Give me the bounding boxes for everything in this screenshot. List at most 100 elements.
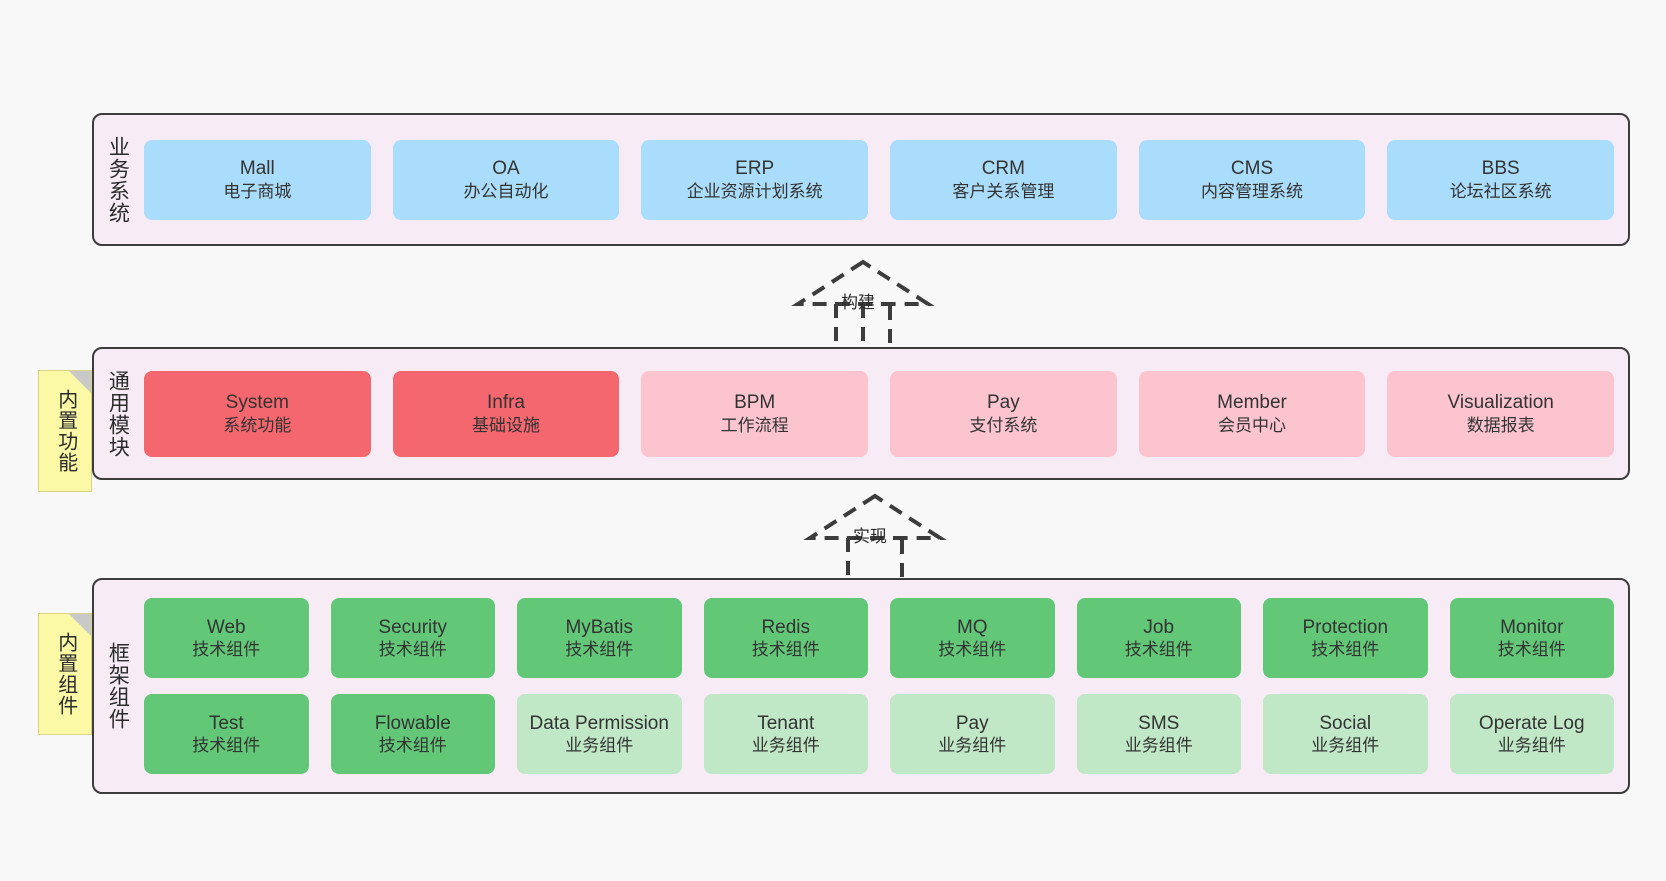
card-title: Test (208, 712, 244, 734)
card-title: Member (1217, 392, 1287, 413)
card-title: Job (1143, 616, 1175, 638)
card-flowable[interactable]: Flowable 技术组件 (330, 694, 495, 774)
layer-framework-components: 框架组件 Web 技术组件 Security 技术组件 MyBatis 技术组件… (92, 578, 1630, 794)
card-tenant[interactable]: Tenant 业务组件 (703, 694, 868, 774)
layer-title-business-systems: 业务系统 (106, 135, 130, 224)
card-subtitle: 电子商城 (223, 181, 292, 201)
card-subtitle: 会员中心 (1218, 415, 1287, 435)
card-infra[interactable]: Infra 基础设施 (392, 370, 620, 457)
card-web[interactable]: Web 技术组件 (144, 598, 309, 678)
card-visualization[interactable]: Visualization 数据报表 (1387, 370, 1615, 457)
card-member[interactable]: Member 会员中心 (1138, 370, 1366, 457)
card-erp[interactable]: ERP 企业资源计划系统 (641, 139, 869, 220)
card-bpm[interactable]: BPM 工作流程 (641, 370, 869, 457)
card-row: System 系统功能 Infra 基础设施 BPM 工作流程 Pay 支付系统… (144, 370, 1615, 457)
card-title: Flowable (374, 712, 451, 734)
card-subtitle: 业务组件 (565, 736, 634, 756)
card-title: Monitor (1500, 616, 1564, 638)
card-title: Data Permission (529, 712, 669, 734)
card-oa[interactable]: OA 办公自动化 (392, 139, 620, 220)
card-subtitle: 数据报表 (1466, 415, 1535, 435)
layer-body-business-systems: Mall 电子商城 OA 办公自动化 ERP 企业资源计划系统 CRM 客户关系… (140, 115, 1628, 244)
card-job[interactable]: Job 技术组件 (1076, 598, 1241, 678)
card-subtitle: 技术组件 (192, 736, 261, 756)
note-label: 内置功能 (54, 389, 77, 473)
card-subtitle: 内容管理系统 (1201, 181, 1304, 201)
card-title: Infra (486, 392, 526, 413)
card-pay-module[interactable]: Pay 支付系统 (890, 370, 1117, 457)
card-pay-component[interactable]: Pay 业务组件 (890, 694, 1055, 774)
card-subtitle: 基础设施 (472, 415, 540, 435)
card-title: SMS (1138, 712, 1180, 734)
card-title: Pay (955, 712, 989, 734)
connector-build: 构建 (788, 258, 948, 358)
card-subtitle: 系统功能 (223, 415, 292, 435)
card-protection[interactable]: Protection 技术组件 (1263, 598, 1428, 678)
layer-body-framework-components: Web 技术组件 Security 技术组件 MyBatis 技术组件 Redi… (140, 580, 1628, 792)
card-title: Social (1319, 712, 1372, 734)
card-subtitle: 客户关系管理 (952, 181, 1055, 201)
card-monitor[interactable]: Monitor 技术组件 (1449, 598, 1614, 678)
card-title: CMS (1230, 158, 1274, 179)
card-cms[interactable]: CMS 内容管理系统 (1138, 139, 1366, 220)
card-bbs[interactable]: BBS 论坛社区系统 (1387, 139, 1615, 220)
note-label: 内置组件 (54, 632, 77, 716)
card-crm[interactable]: CRM 客户关系管理 (890, 139, 1117, 220)
card-subtitle: 业务组件 (751, 736, 820, 756)
card-sms[interactable]: SMS 业务组件 (1076, 694, 1241, 774)
card-system[interactable]: System 系统功能 (144, 370, 371, 457)
card-subtitle: 技术组件 (378, 640, 447, 660)
card-title: ERP (735, 158, 775, 179)
card-mq[interactable]: MQ 技术组件 (890, 598, 1055, 678)
card-title: BPM (734, 392, 776, 413)
card-subtitle: 技术组件 (1497, 640, 1566, 660)
card-row: Mall 电子商城 OA 办公自动化 ERP 企业资源计划系统 CRM 客户关系… (144, 139, 1615, 220)
card-subtitle: 技术组件 (1124, 640, 1193, 660)
note-fold-icon (69, 371, 91, 393)
card-row: Test 技术组件 Flowable 技术组件 Data Permission … (144, 694, 1614, 774)
note-fold-icon (69, 614, 91, 636)
card-title: MQ (956, 616, 988, 638)
card-data-permission[interactable]: Data Permission 业务组件 (517, 694, 682, 774)
layer-title-framework-components: 框架组件 (106, 642, 130, 730)
card-redis[interactable]: Redis 技术组件 (703, 598, 868, 678)
card-title: Security (378, 616, 448, 638)
card-security[interactable]: Security 技术组件 (330, 598, 495, 678)
card-title: MyBatis (565, 616, 634, 638)
card-subtitle: 论坛社区系统 (1449, 181, 1552, 201)
card-subtitle: 技术组件 (938, 640, 1007, 660)
card-title: OA (492, 158, 520, 179)
layer-business-systems: 业务系统 Mall 电子商城 OA 办公自动化 ERP 企业资源计划系统 CRM… (92, 113, 1630, 246)
card-title: CRM (981, 158, 1025, 179)
card-operate-log[interactable]: Operate Log 业务组件 (1449, 694, 1614, 774)
card-mybatis[interactable]: MyBatis 技术组件 (517, 598, 682, 678)
card-subtitle: 企业资源计划系统 (686, 181, 823, 201)
card-subtitle: 办公自动化 (463, 181, 549, 201)
card-title: Pay (986, 392, 1020, 413)
note-builtin-components: 内置组件 (38, 613, 92, 735)
note-builtin-features: 内置功能 (38, 370, 92, 492)
card-title: Mall (239, 158, 275, 179)
card-row: Web 技术组件 Security 技术组件 MyBatis 技术组件 Redi… (144, 598, 1614, 678)
card-subtitle: 业务组件 (938, 736, 1007, 756)
card-title: Web (206, 616, 246, 638)
card-subtitle: 技术组件 (192, 640, 261, 660)
card-test[interactable]: Test 技术组件 (144, 694, 309, 774)
card-title: Tenant (757, 712, 815, 734)
connector-implement: 实现 (800, 492, 960, 592)
card-mall[interactable]: Mall 电子商城 (144, 139, 371, 220)
card-subtitle: 技术组件 (378, 736, 447, 756)
card-subtitle: 技术组件 (565, 640, 634, 660)
card-subtitle: 业务组件 (1311, 736, 1380, 756)
card-title: BBS (1481, 158, 1520, 179)
layer-body-common-modules: System 系统功能 Infra 基础设施 BPM 工作流程 Pay 支付系统… (140, 349, 1628, 478)
connector-implement-label: 实现 (853, 527, 887, 546)
card-subtitle: 支付系统 (969, 415, 1038, 435)
card-title: Protection (1302, 616, 1389, 638)
card-social[interactable]: Social 业务组件 (1263, 694, 1428, 774)
card-title: Operate Log (1478, 712, 1585, 734)
connector-build-label: 构建 (841, 293, 875, 312)
layer-title-common-modules: 通用模块 (106, 369, 130, 458)
card-subtitle: 技术组件 (1311, 640, 1380, 660)
